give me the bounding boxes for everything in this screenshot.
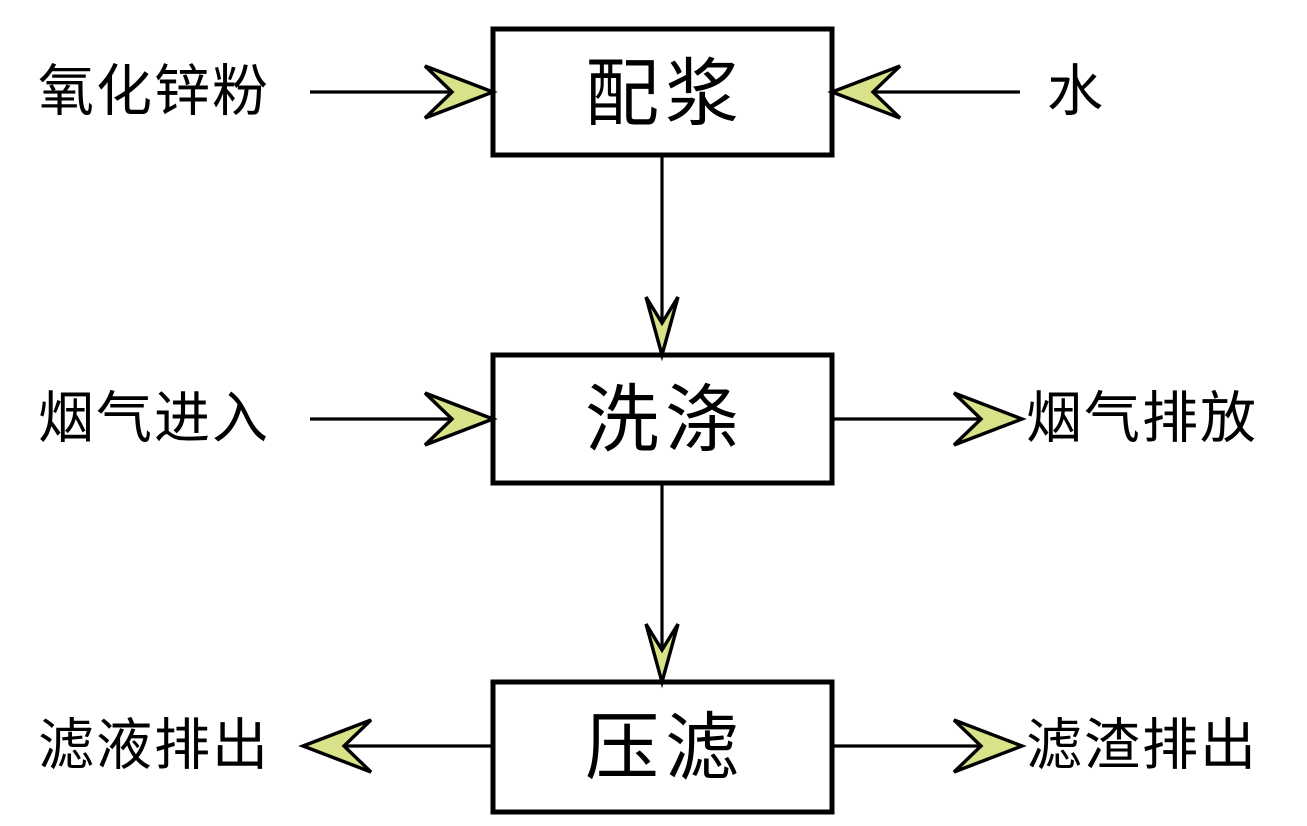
arrowhead-xidi-to-yalv: [644, 623, 680, 689]
arrowhead-yalv-to-residue: [952, 718, 1027, 774]
process-box-yalv-rect: [490, 679, 835, 815]
io-label-water: 水: [1047, 60, 1105, 125]
arrowhead-zinc-to-peijiang: [423, 64, 498, 120]
process-node-xidi[interactable]: 洗涤: [490, 352, 835, 486]
io-label-zinc-oxide-powder: 氧化锌粉: [38, 60, 270, 125]
process-box-yalv-label: 压滤: [585, 705, 745, 791]
io-label-filtrate-out: 滤液排出: [38, 714, 270, 779]
io-label-flue-gas-inlet: 烟气进入: [38, 387, 270, 452]
io-label-flue-gas-outlet: 烟气排放: [1026, 387, 1258, 452]
arrowhead-yalv-to-filtrate: [298, 718, 373, 774]
arrowhead-fluegas-to-xidi: [423, 391, 498, 447]
process-node-peijiang[interactable]: 配浆: [490, 26, 835, 158]
process-box-xidi-label: 洗涤: [585, 377, 745, 463]
io-label-residue-out: 滤渣排出: [1026, 714, 1258, 779]
process-node-yalv[interactable]: 压滤: [490, 679, 835, 815]
arrowhead-xidi-to-fluegasout: [952, 391, 1027, 447]
arrowhead-water-to-peijiang: [827, 64, 902, 120]
arrowhead-peijiang-to-xidi: [644, 296, 680, 362]
process-box-xidi-rect: [490, 352, 835, 486]
process-box-peijiang-label: 配浆: [585, 51, 745, 137]
